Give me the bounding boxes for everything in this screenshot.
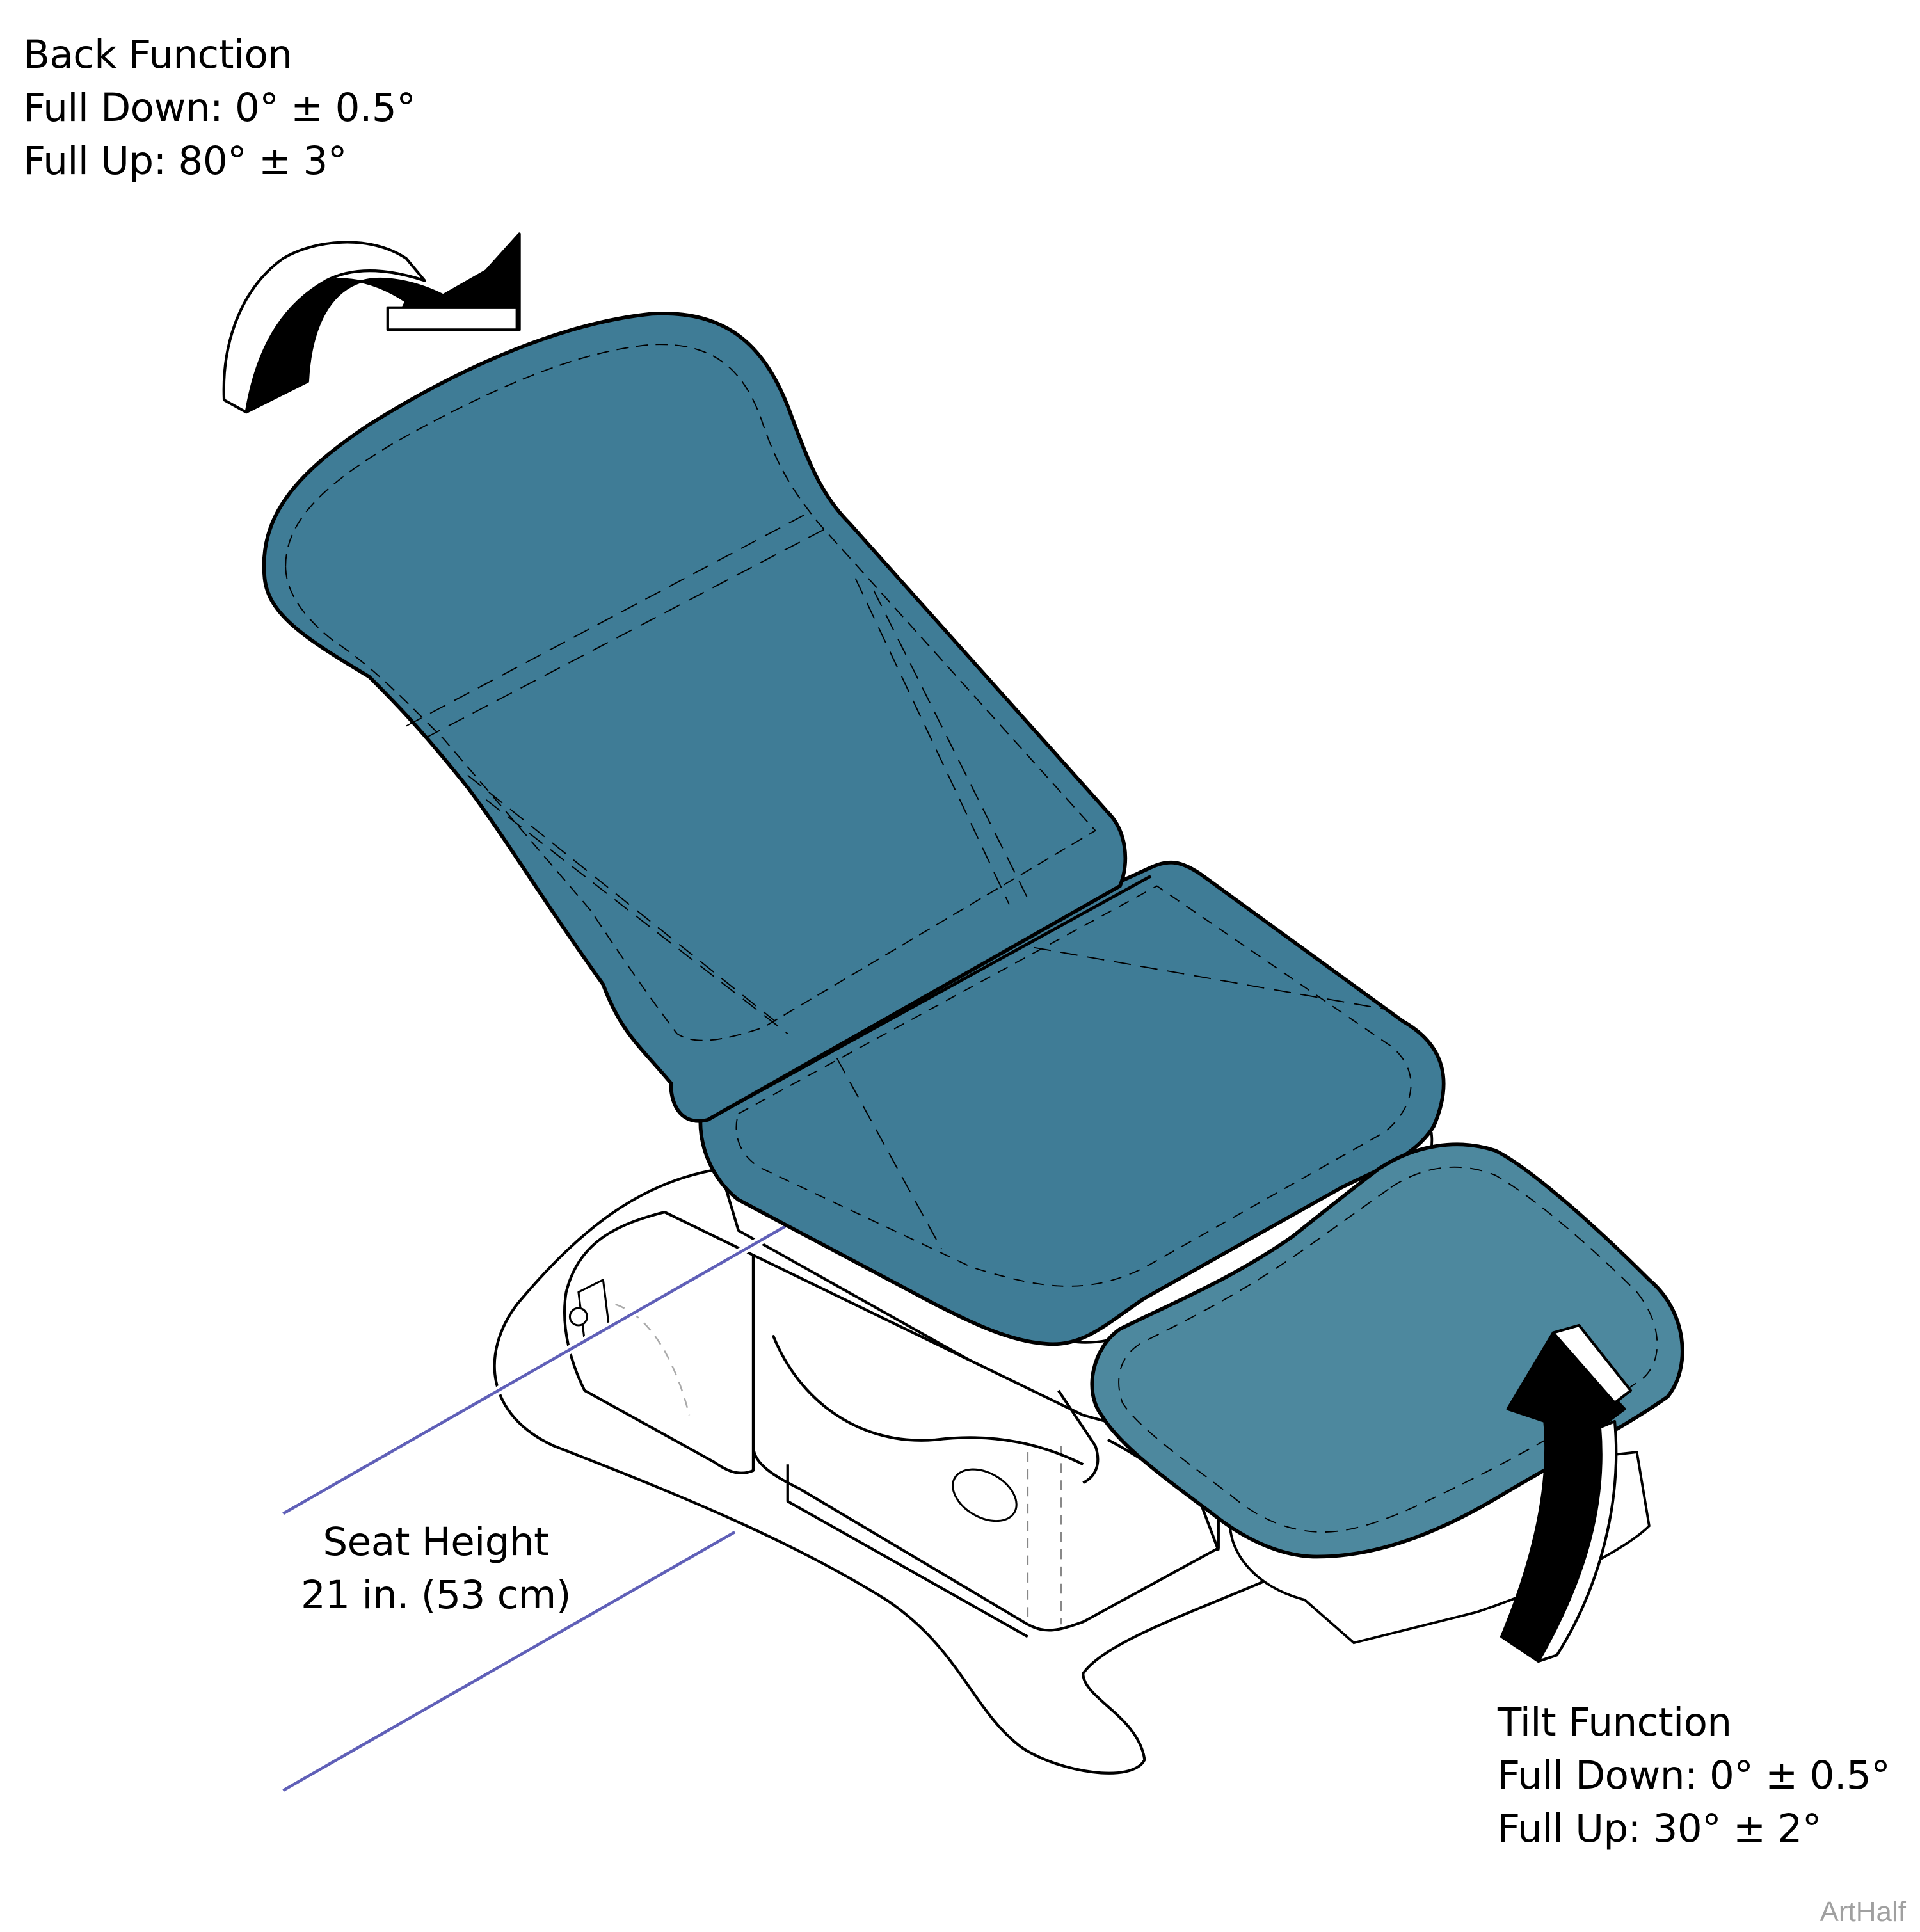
- back-function-title: Back Function: [23, 32, 292, 77]
- seat-height-label: Seat Height 21 in. (53 cm): [301, 1515, 571, 1622]
- back-cushion: [262, 312, 1152, 1123]
- tilt-function-label: Tilt Function Full Down: 0° ± 0.5° Full …: [1498, 1696, 1891, 1855]
- seat-height-leader-lines: [281, 1197, 832, 1792]
- tilt-function-full-down: Full Down: 0° ± 0.5°: [1498, 1753, 1891, 1798]
- back-function-full-up: Full Up: 80° ± 3°: [23, 138, 347, 184]
- table-base: [493, 1167, 1306, 1775]
- back-function-label: Back Function Full Down: 0° ± 0.5° Full …: [23, 28, 416, 188]
- curved-arrow-down-right-icon: [222, 232, 521, 414]
- tilt-function-title: Tilt Function: [1498, 1700, 1732, 1745]
- curved-arrow-up-icon: [1500, 1323, 1633, 1663]
- seat-height-title: Seat Height: [323, 1519, 549, 1565]
- tilt-function-full-up: Full Up: 30° ± 2°: [1498, 1806, 1821, 1851]
- seat-height-value: 21 in. (53 cm): [301, 1572, 571, 1618]
- back-function-full-down: Full Down: 0° ± 0.5°: [23, 85, 416, 131]
- watermark: ArtHalf: [1820, 1896, 1906, 1928]
